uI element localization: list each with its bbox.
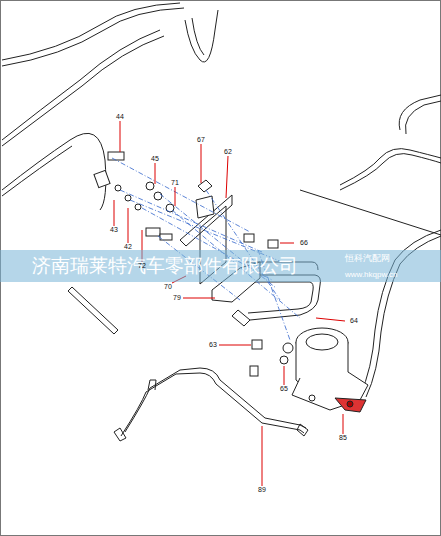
callout-number: 79 (173, 294, 181, 302)
watermark-text: 济南瑞莱特汽车零部件有限公司 (32, 253, 298, 279)
callout-number: 64 (350, 317, 358, 325)
callout-number: 62 (224, 148, 232, 156)
watermark-text: 恒科汽配网 (345, 252, 390, 265)
callout-number: 67 (197, 136, 205, 144)
air-dryer (292, 328, 368, 412)
callout-number: 70 (164, 283, 172, 291)
callout-number: 71 (171, 179, 179, 187)
assembly-axes (112, 158, 300, 340)
callout-number: 43 (110, 226, 118, 234)
callout-number: 45 (151, 155, 159, 163)
callout-number: 85 (339, 434, 347, 442)
callout-number: 42 (124, 243, 132, 251)
callout-number: 65 (280, 385, 288, 393)
callout-number: 66 (300, 239, 308, 247)
watermark-text: www.hkqpw.cn (345, 270, 397, 279)
callout-number: 44 (116, 113, 124, 121)
pipes (2, 3, 441, 441)
callout-number: 63 (209, 341, 217, 349)
leader-lines (114, 121, 345, 486)
callout-number: 89 (258, 486, 266, 494)
